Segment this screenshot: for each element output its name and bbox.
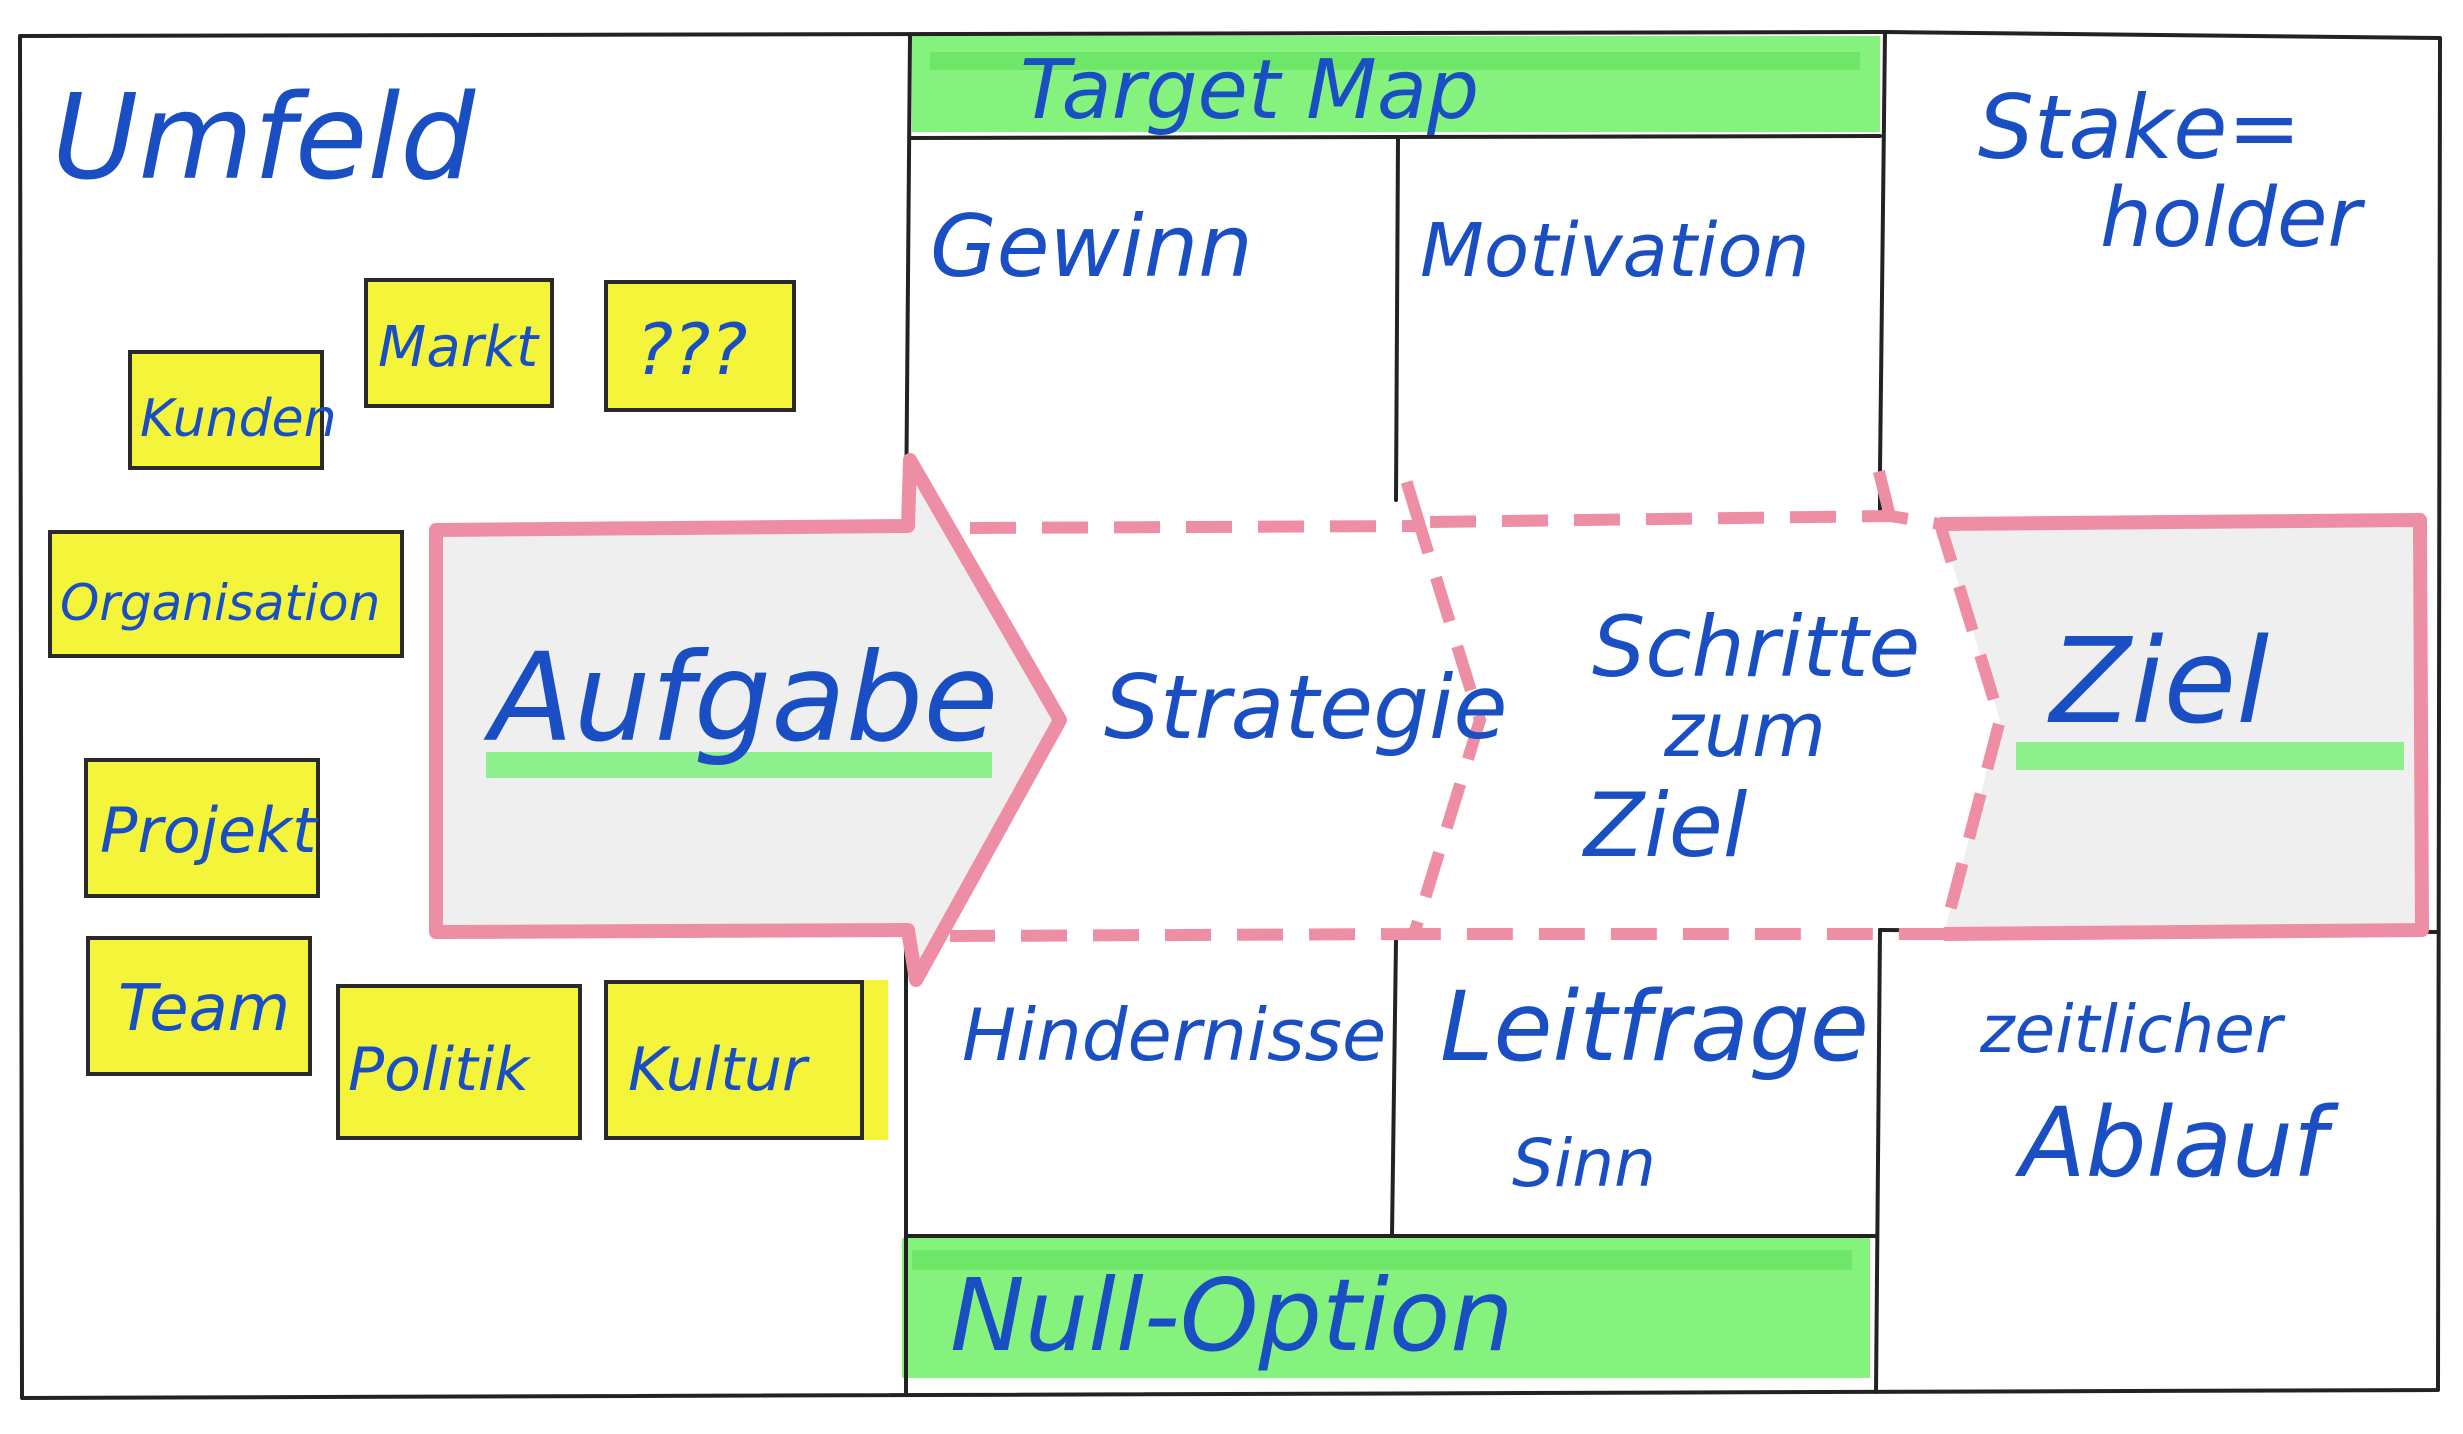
motivation-label: Motivation (1420, 208, 1810, 294)
schritte-label-line2: zum (1663, 685, 1826, 774)
ziel-label: Ziel (2047, 612, 2269, 750)
note-markt[interactable]: Markt (364, 278, 554, 408)
note-kunden-label: Kunden (140, 389, 337, 449)
hindernisse-label: Hindernisse (962, 993, 1386, 1077)
note-unknown[interactable]: ??? (604, 280, 796, 412)
schritte-label-line1: Schritte (1592, 598, 1920, 696)
note-team[interactable]: Team (86, 936, 312, 1076)
aufgabe-arrow-outline (429, 453, 1067, 987)
note-projekt-label: Projekt (100, 794, 319, 867)
schritte-chevron-outline (1394, 458, 2007, 940)
note-unknown-label: ??? (636, 309, 747, 391)
ziel-underline (2016, 742, 2404, 770)
schritte-label-line3: Ziel (1582, 774, 1748, 877)
stakeholder-label-line2: holder (2100, 171, 2365, 266)
grid-frame (18, 30, 2442, 1400)
ziel-arrow-outline (1939, 513, 2429, 941)
note-politik[interactable]: Politik (336, 984, 582, 1140)
process-arrow (429, 453, 2429, 987)
strategie-label: Strategie (1104, 656, 1508, 759)
gewinn-label: Gewinn (930, 197, 1253, 297)
note-team-label: Team (118, 972, 290, 1046)
note-kultur[interactable]: Kultur (604, 980, 888, 1140)
note-politik-label: Politik (348, 1035, 531, 1105)
aufgabe-underline (486, 752, 992, 778)
note-organisation[interactable]: Organisation (48, 530, 404, 658)
note-kunden[interactable]: Kunden (128, 350, 337, 470)
zeitlicher-label: zeitlicher (1979, 991, 2286, 1068)
leitfrage-label: Leitfrage (1440, 971, 1869, 1083)
null-option-label: Null-Option (950, 1257, 1514, 1374)
target-map-title: Target Map (1020, 43, 1479, 138)
note-markt-label: Markt (378, 315, 540, 380)
note-kultur-label: Kultur (628, 1035, 810, 1105)
umfeld-label: Umfeld (52, 68, 476, 206)
note-organisation-label: Organisation (60, 574, 380, 632)
stakeholder-label-line1: Stake= (1978, 76, 2301, 179)
aufgabe-label: Aufgabe (483, 627, 998, 769)
strategie-chevron-outline (949, 519, 1487, 942)
sinn-label: Sinn (1512, 1125, 1656, 1202)
note-projekt[interactable]: Projekt (84, 758, 320, 898)
ablauf-label: Ablauf (2014, 1087, 2339, 1199)
